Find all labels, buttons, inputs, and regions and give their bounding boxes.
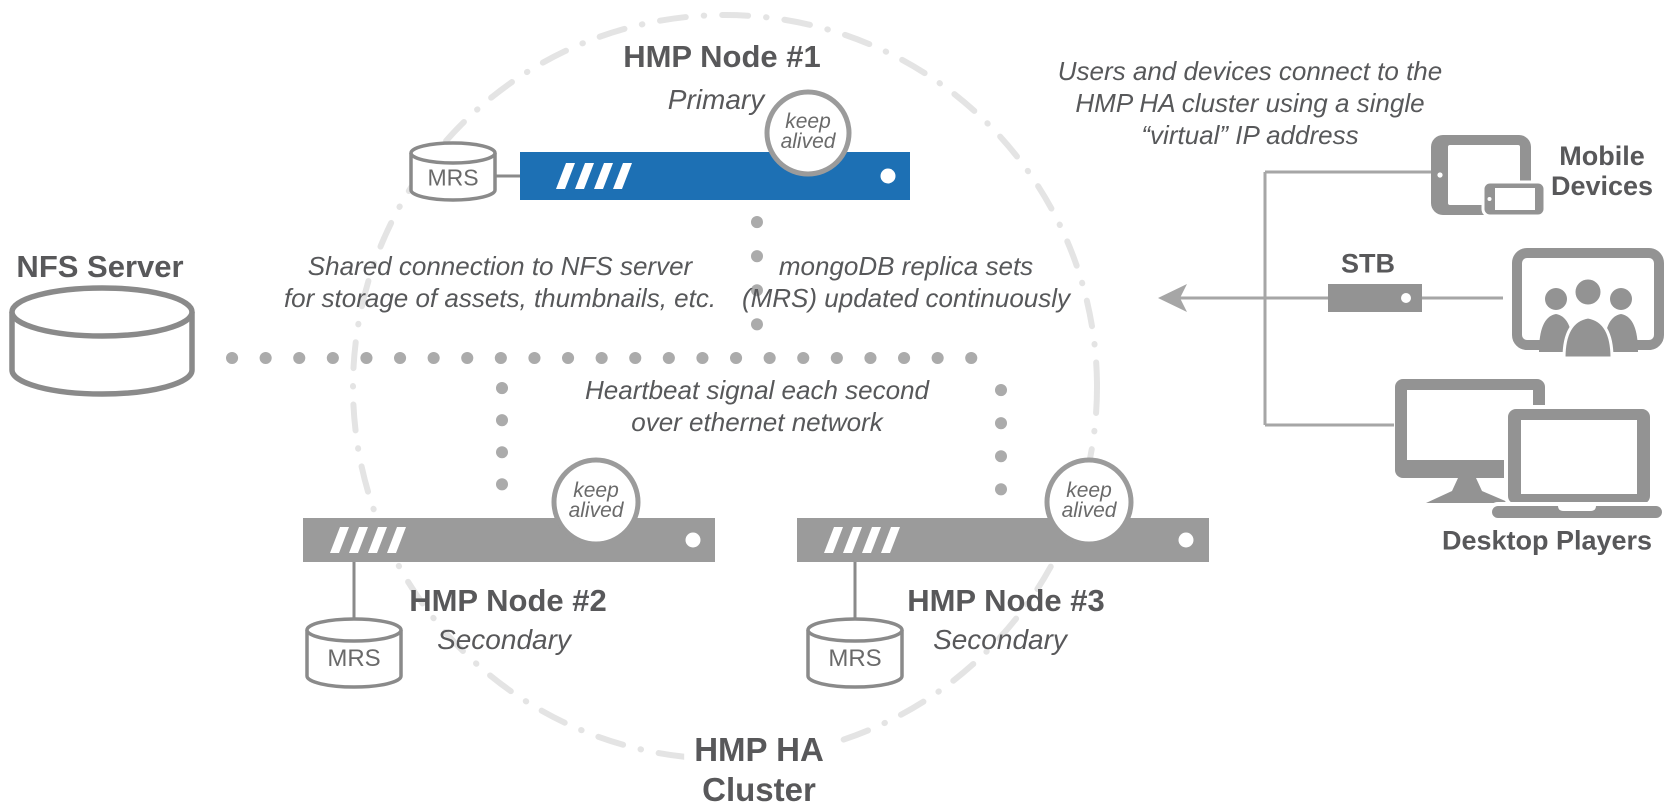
stb-box-icon [1328, 284, 1422, 312]
stb-label: STB [1341, 248, 1395, 279]
keepalived-label-node3: keep alived [1061, 479, 1117, 522]
mrs-label-node1: MRS [427, 164, 479, 191]
laptop-icon [1488, 405, 1664, 522]
node1-role: Primary [667, 84, 765, 115]
node3-title: HMP Node #3 [907, 583, 1105, 618]
cluster-label: HMP HA Cluster [684, 730, 834, 810]
keepalived-label-node1: keep alived [780, 110, 836, 153]
node2-server-bar-icon [303, 518, 715, 562]
mrs-cylinder-node2-icon [305, 617, 403, 689]
node3-role: Secondary [933, 624, 1067, 655]
mrs-label-node3: MRS [828, 645, 882, 672]
client-connector-lines [1174, 170, 1503, 427]
nfs-server-cylinder-icon [9, 285, 195, 397]
node1-server-bar-icon [520, 152, 910, 200]
smartphone-icon [1481, 180, 1547, 218]
keepalived-label-node2: keep alived [568, 479, 624, 522]
keepalived-badge-node1 [764, 89, 852, 177]
heartbeat-annotation: Heartbeat signal each second over ethern… [584, 375, 930, 437]
virtual-ip-arrow-icon [1158, 284, 1187, 312]
node3-server-bar-icon [797, 518, 1209, 562]
node1-title: HMP Node #1 [623, 39, 821, 74]
tv-audience-icon [1512, 248, 1664, 360]
mobile-devices-label: Mobile Devices [1550, 141, 1654, 201]
desktop-players-label: Desktop Players [1441, 525, 1653, 556]
mrs-cylinder-node1-icon [409, 141, 497, 202]
virtual-ip-annotation: Users and devices connect to the HMP HA … [1057, 56, 1443, 150]
mrs-label-node2: MRS [327, 645, 381, 672]
node2-title: HMP Node #2 [409, 583, 607, 618]
nfs-shared-annotation: Shared connection to NFS server for stor… [283, 251, 717, 313]
keepalived-badge-node2 [551, 457, 641, 547]
mongodb-annotation: mongoDB replica sets (MRS) updated conti… [741, 251, 1071, 313]
node2-role: Secondary [437, 624, 571, 655]
mrs-cylinder-node3-icon [806, 617, 904, 689]
monitor-icon [1395, 379, 1545, 503]
keepalived-badge-node3 [1044, 457, 1134, 547]
nfs-server-label: NFS Server [16, 249, 184, 284]
